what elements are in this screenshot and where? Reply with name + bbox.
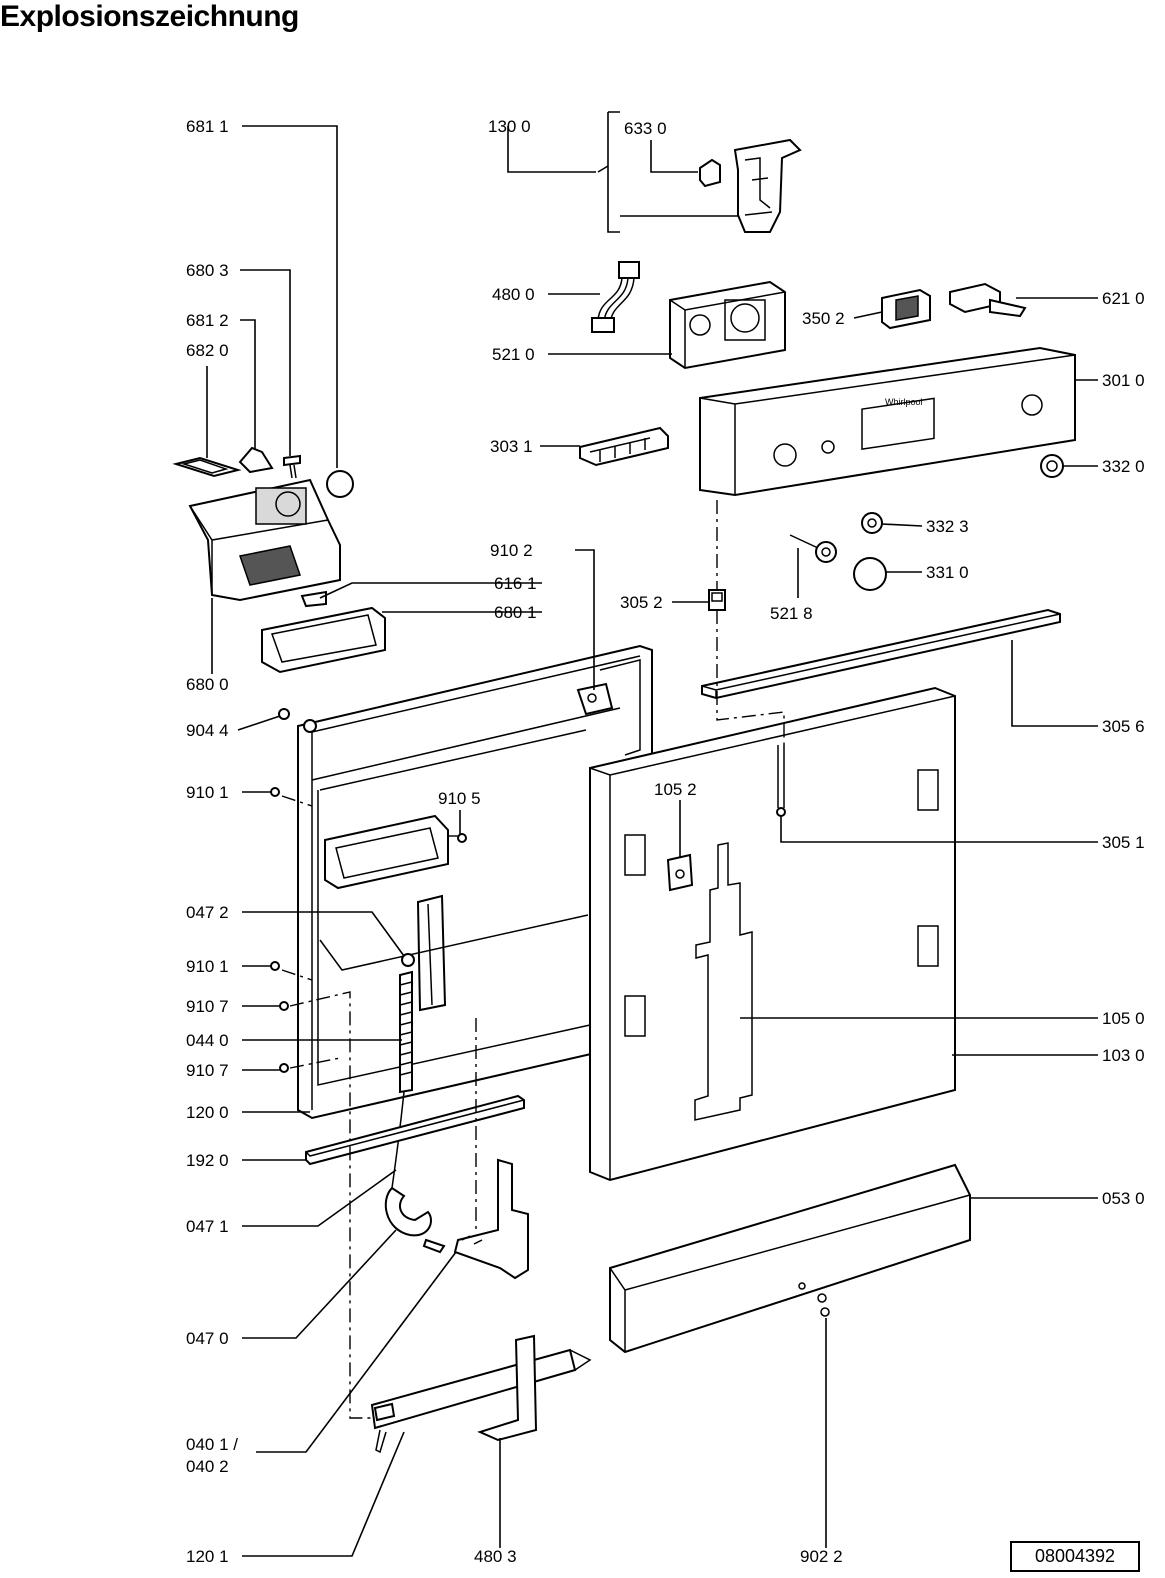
callout-105-0: 105 0 bbox=[1102, 1009, 1145, 1028]
part-knob-large bbox=[853, 557, 887, 591]
part-hinge-bracket bbox=[699, 138, 802, 233]
callout-047-0: 047 0 bbox=[186, 1329, 229, 1348]
part-switch-block bbox=[881, 288, 931, 330]
callout-680-3: 680 3 bbox=[186, 261, 229, 280]
callout-120-1: 120 1 bbox=[186, 1547, 229, 1566]
page-title: Explosionszeichnung bbox=[0, 0, 299, 33]
part-cable-harness bbox=[591, 261, 640, 333]
callout-633-0: 633 0 bbox=[624, 119, 667, 138]
callout-480-3: 480 3 bbox=[474, 1547, 517, 1566]
callout-910-1-upper: 910 1 bbox=[186, 783, 229, 802]
callout-332-3: 332 3 bbox=[926, 517, 969, 536]
callout-047-1: 047 1 bbox=[186, 1217, 229, 1236]
part-dispenser bbox=[172, 446, 386, 674]
part-control-panel: Whirlpool bbox=[699, 346, 1076, 497]
callout-910-5: 910 5 bbox=[438, 789, 481, 808]
callout-902-2: 902 2 bbox=[800, 1547, 843, 1566]
callout-681-2: 681 2 bbox=[186, 311, 229, 330]
svg-text:Whirlpool: Whirlpool bbox=[885, 397, 923, 407]
callout-303-1: 303 1 bbox=[490, 437, 533, 456]
callout-680-1: 680 1 bbox=[494, 603, 537, 622]
part-hinge-lever bbox=[453, 1158, 529, 1280]
callout-910-7-lower: 910 7 bbox=[186, 1061, 229, 1080]
alignment-lines bbox=[281, 500, 785, 1419]
part-plinth bbox=[609, 1163, 971, 1354]
part-knob-insert bbox=[861, 512, 883, 534]
callout-192-0: 192 0 bbox=[186, 1151, 229, 1170]
callout-910-2: 910 2 bbox=[490, 541, 533, 560]
callout-105-2: 105 2 bbox=[654, 780, 697, 799]
callout-301-0: 301 0 bbox=[1102, 371, 1145, 390]
callout-103-0: 103 0 bbox=[1102, 1046, 1145, 1065]
callout-044-0: 044 0 bbox=[186, 1031, 229, 1050]
callout-904-4: 904 4 bbox=[186, 721, 229, 740]
callout-305-6: 305 6 bbox=[1102, 717, 1145, 736]
callout-040-1: 040 1 / bbox=[186, 1435, 238, 1454]
part-spacer bbox=[708, 589, 726, 611]
document-number: 08004392 bbox=[1010, 1541, 1140, 1572]
callout-521-8: 521 8 bbox=[770, 604, 813, 623]
part-potentiometer bbox=[789, 534, 837, 563]
part-outer-door bbox=[589, 686, 956, 1182]
part-button-bar bbox=[579, 426, 669, 467]
callout-910-7-upper: 910 7 bbox=[186, 997, 229, 1016]
callout-521-0: 521 0 bbox=[492, 345, 535, 364]
part-control-module bbox=[669, 280, 786, 370]
part-door-spring bbox=[384, 953, 446, 1254]
callout-910-1-lower: 910 1 bbox=[186, 957, 229, 976]
callout-040-2: 040 2 bbox=[186, 1457, 229, 1476]
callout-350-2: 350 2 bbox=[802, 309, 845, 328]
part-inner-door bbox=[297, 644, 653, 1120]
callout-480-0: 480 0 bbox=[492, 285, 535, 304]
callout-681-1: 681 1 bbox=[186, 117, 229, 136]
callout-305-1: 305 1 bbox=[1102, 833, 1145, 852]
callout-120-0: 120 0 bbox=[186, 1103, 229, 1122]
part-lower-panel bbox=[370, 1334, 592, 1454]
callout-616-1: 616 1 bbox=[494, 574, 537, 593]
part-trim-strip bbox=[701, 608, 1061, 700]
part-fasteners bbox=[270, 708, 467, 1073]
callout-680-0: 680 0 bbox=[186, 675, 229, 694]
callout-053-0: 053 0 bbox=[1102, 1189, 1145, 1208]
leader-lines bbox=[206, 111, 1098, 1557]
part-door-switch bbox=[949, 282, 1027, 318]
part-knob-small bbox=[1040, 454, 1064, 478]
callout-130-0: 130 0 bbox=[488, 117, 531, 136]
callout-331-0: 331 0 bbox=[926, 563, 969, 582]
callout-labels: 681 1 130 0 633 0 680 3 480 0 681 2 682 … bbox=[186, 117, 1145, 1566]
callout-047-2: 047 2 bbox=[186, 903, 229, 922]
callout-682-0: 682 0 bbox=[186, 341, 229, 360]
callout-332-0: 332 0 bbox=[1102, 457, 1145, 476]
callout-305-2: 305 2 bbox=[620, 593, 663, 612]
callout-621-0: 621 0 bbox=[1102, 289, 1145, 308]
